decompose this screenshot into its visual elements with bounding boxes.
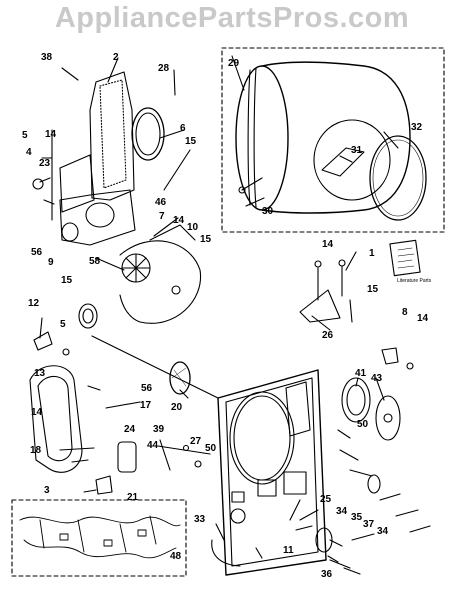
callout-15: 15 xyxy=(61,275,73,286)
literature-card xyxy=(389,239,421,277)
callout-32: 32 xyxy=(411,122,423,133)
duct-gasket xyxy=(131,107,165,161)
drum-seal xyxy=(369,135,427,221)
callout-15: 15 xyxy=(200,234,212,245)
callout-5: 5 xyxy=(60,319,66,330)
callout-26: 26 xyxy=(322,330,334,341)
callout-39: 39 xyxy=(153,424,165,435)
idler-pulley xyxy=(341,377,371,423)
callout-34: 34 xyxy=(336,506,348,517)
callout-10: 10 xyxy=(187,222,199,233)
callout-44: 44 xyxy=(147,440,159,451)
callout-14: 14 xyxy=(322,239,334,250)
blower-seal xyxy=(78,303,98,329)
callout-15: 15 xyxy=(367,284,379,295)
callout-20: 20 xyxy=(171,402,183,413)
callout-5: 5 xyxy=(22,130,28,141)
callout-43: 43 xyxy=(371,373,383,384)
callout-7: 7 xyxy=(159,211,165,222)
callout-24: 24 xyxy=(124,424,136,435)
literature-parts-label: Literature Parts xyxy=(397,278,432,284)
drum xyxy=(235,61,411,214)
duct-plate xyxy=(59,189,136,246)
callout-34: 34 xyxy=(377,526,389,537)
callout-41: 41 xyxy=(355,368,367,379)
callout-58: 58 xyxy=(89,256,101,267)
callout-37: 37 xyxy=(363,519,375,530)
support-bracket xyxy=(299,289,341,323)
callout-9: 9 xyxy=(48,257,54,268)
callout-36: 36 xyxy=(321,569,333,580)
callout-1: 1 xyxy=(369,248,375,259)
callout-14: 14 xyxy=(45,129,57,140)
callout-21: 21 xyxy=(127,492,139,503)
callout-56: 56 xyxy=(31,247,43,258)
watermark: AppliancePartsPros.com xyxy=(54,2,410,34)
wire-harness-box xyxy=(11,499,187,577)
drum-support xyxy=(375,395,401,441)
callout-12: 12 xyxy=(28,298,40,309)
callout-14: 14 xyxy=(31,407,43,418)
callout-35: 35 xyxy=(351,512,363,523)
rear-duct xyxy=(59,71,135,213)
callout-27: 27 xyxy=(190,436,202,447)
callout-3: 3 xyxy=(44,485,50,496)
callout-2: 2 xyxy=(113,52,119,63)
callout-15: 15 xyxy=(185,136,197,147)
callout-28: 28 xyxy=(158,63,170,74)
callout-31: 31 xyxy=(351,145,363,156)
callout-48: 48 xyxy=(170,551,182,562)
callout-29: 29 xyxy=(228,58,240,69)
callout-17: 17 xyxy=(140,400,152,411)
callout-14: 14 xyxy=(173,215,185,226)
callout-38: 38 xyxy=(41,52,53,63)
rear-panel xyxy=(217,369,327,576)
callout-18: 18 xyxy=(30,445,42,456)
callout-4: 4 xyxy=(26,147,32,158)
blower xyxy=(119,224,202,324)
callout-50: 50 xyxy=(205,443,217,454)
callout-11: 11 xyxy=(283,545,294,556)
lint-screen xyxy=(169,361,191,395)
callout-13: 13 xyxy=(34,368,46,379)
callout-30: 30 xyxy=(262,206,274,217)
callout-23: 23 xyxy=(39,158,51,169)
callout-46: 46 xyxy=(155,197,167,208)
callout-14: 14 xyxy=(417,313,429,324)
motor-belt-guard xyxy=(29,365,83,473)
callout-56: 56 xyxy=(141,383,153,394)
callout-25: 25 xyxy=(320,494,332,505)
callout-33: 33 xyxy=(194,514,206,525)
callout-6: 6 xyxy=(180,123,186,134)
wire-harness xyxy=(19,515,181,559)
callout-50: 50 xyxy=(357,419,369,430)
callout-8: 8 xyxy=(402,307,408,318)
